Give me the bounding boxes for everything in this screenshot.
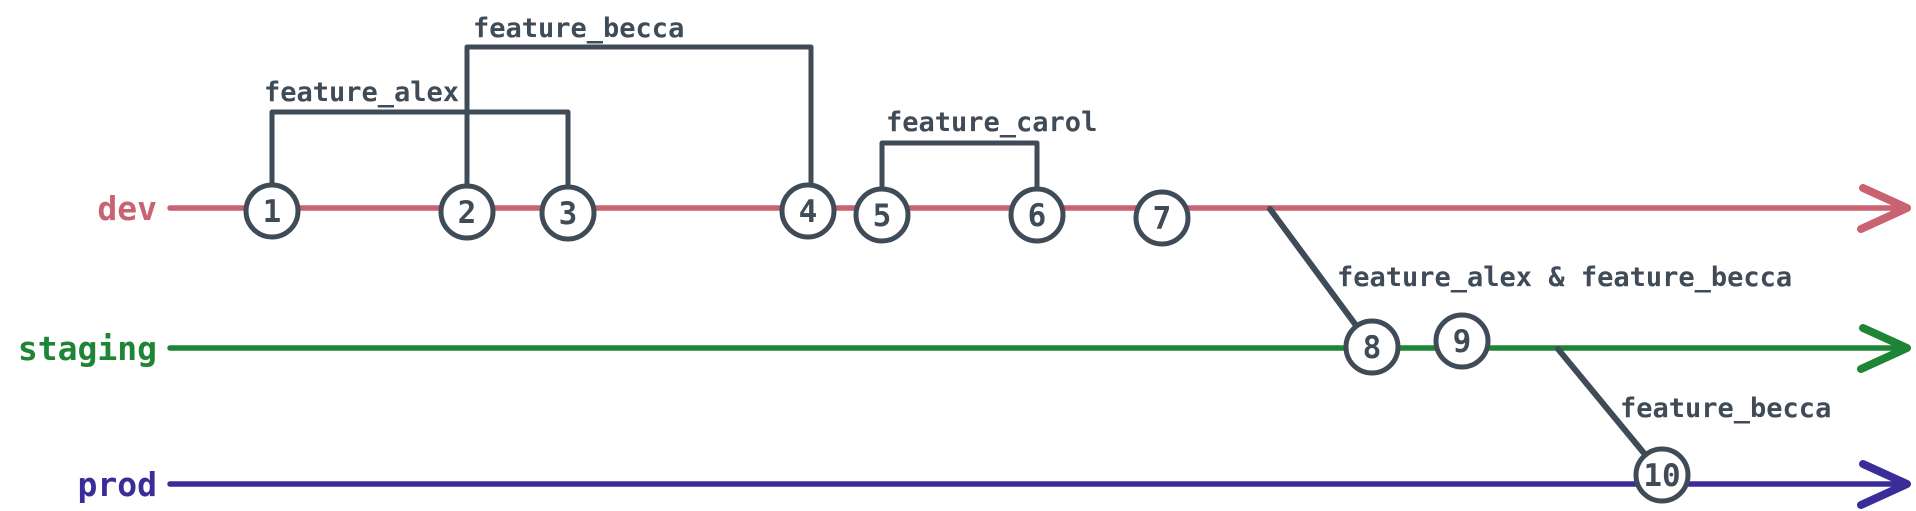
- feature-label-becca: feature_becca: [473, 13, 684, 44]
- commit-circle-1: [243, 182, 301, 240]
- commit-node-6: 6: [1008, 186, 1066, 244]
- branch-label-dev: dev: [97, 189, 157, 228]
- commit-circle-2: [438, 183, 496, 241]
- commit-node-4: 4: [779, 182, 837, 240]
- commit-label-6: 6: [1028, 198, 1047, 234]
- commit-circle-5: [853, 186, 911, 244]
- merge-dev-to-staging: feature_alex & feature_becca: [1267, 206, 1792, 350]
- merge-label-staging-prod: feature_becca: [1620, 393, 1831, 424]
- branch-dev: dev: [97, 184, 1911, 233]
- feature-label-alex: feature_alex: [264, 77, 459, 108]
- commit-node-2: 2: [438, 183, 496, 241]
- commit-label-8: 8: [1363, 330, 1382, 366]
- branch-staging: staging: [18, 324, 1911, 373]
- feature-branch-alex: feature_alex: [264, 77, 571, 194]
- commit-circle-4: [779, 182, 837, 240]
- merge-edge-dev-staging: [1267, 206, 1375, 350]
- feature-bracket-becca: [464, 44, 814, 192]
- merge-staging-to-prod: feature_becca: [1555, 346, 1831, 478]
- commit-node-10: 10: [1633, 446, 1691, 504]
- arrowhead-prod-icon: [1857, 460, 1911, 509]
- branch-label-staging: staging: [18, 329, 157, 368]
- arrowhead-staging-icon: [1857, 324, 1911, 373]
- commit-node-1: 1: [243, 182, 301, 240]
- commit-circle-3: [539, 184, 597, 242]
- branch-label-prod: prod: [78, 465, 157, 504]
- merge-label-dev-staging: feature_alex & feature_becca: [1337, 262, 1792, 293]
- commit-label-4: 4: [799, 194, 818, 230]
- commit-circle-8: [1343, 318, 1401, 376]
- commit-label-1: 1: [263, 194, 282, 230]
- commit-circle-10: [1633, 446, 1691, 504]
- commit-node-9: 9: [1433, 312, 1491, 370]
- branch-prod: prod: [78, 460, 1911, 509]
- commit-label-2: 2: [458, 195, 477, 231]
- feature-bracket-carol: [879, 140, 1040, 195]
- commit-label-9: 9: [1453, 324, 1472, 360]
- feature-branch-becca: feature_becca: [464, 13, 814, 192]
- commit-circle-9: [1433, 312, 1491, 370]
- arrowhead-dev-icon: [1857, 184, 1911, 233]
- commit-label-10: 10: [1643, 458, 1680, 494]
- commit-circle-7: [1133, 189, 1191, 247]
- commit-label-3: 3: [559, 196, 578, 232]
- commit-label-7: 7: [1153, 201, 1172, 237]
- commit-node-5: 5: [853, 186, 911, 244]
- commit-node-3: 3: [539, 184, 597, 242]
- commit-node-8: 8: [1343, 318, 1401, 376]
- feature-label-carol: feature_carol: [886, 107, 1097, 138]
- commit-circle-6: [1008, 186, 1066, 244]
- feature-branch-carol: feature_carol: [879, 107, 1097, 195]
- commit-node-7: 7: [1133, 189, 1191, 247]
- commit-label-5: 5: [873, 198, 892, 234]
- feature-bracket-alex: [269, 109, 571, 194]
